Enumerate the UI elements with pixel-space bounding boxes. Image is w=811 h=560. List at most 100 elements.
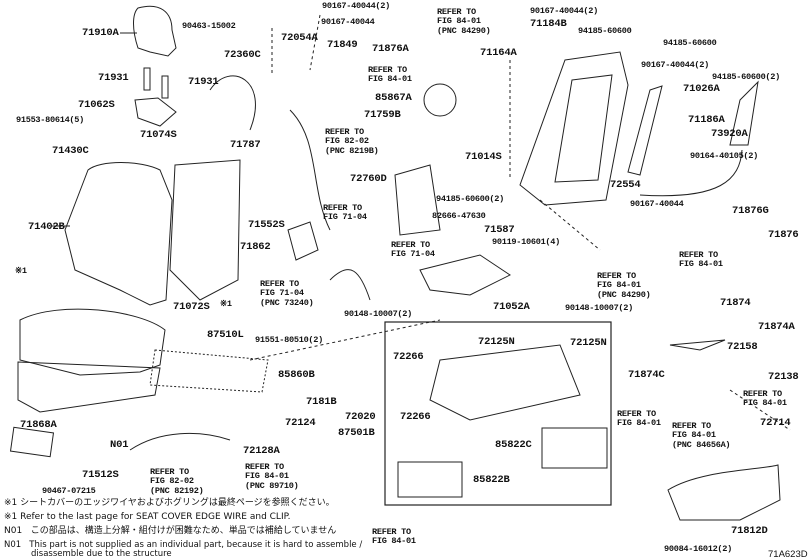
motor-box-85822c <box>541 427 608 469</box>
part-label: REFER TO FIG 71-04 <box>391 240 435 260</box>
note-edge-wire-en: ※1 Refer to the last page for SEAT COVER… <box>4 512 291 522</box>
part-label: 71910A <box>82 27 119 39</box>
seat-frame-box <box>384 321 612 506</box>
part-label: 71868A <box>20 419 57 431</box>
part-label: REFER TO FIG 84-01 <box>743 389 787 409</box>
part-label: 72125N <box>478 336 515 348</box>
part-label: 94185-60600 <box>578 26 632 36</box>
seatback-frame-shape <box>519 51 629 206</box>
part-label: ※1 <box>220 299 232 309</box>
part-label: REFER TO FIG 84-01 <box>679 250 723 270</box>
seat-adjuster-shape <box>429 344 581 421</box>
seat-track-shape <box>419 254 511 296</box>
part-label: 71876A <box>372 43 409 55</box>
part-label: 85860B <box>278 369 315 381</box>
part-label: 71862 <box>240 241 271 253</box>
trim-shape <box>9 426 55 458</box>
part-label: 71184B <box>530 18 567 30</box>
part-label: 71931 <box>98 72 129 84</box>
wire-harness-shape <box>639 149 743 197</box>
part-label: 90463-15002 <box>182 21 236 31</box>
part-label: 72360C <box>224 49 261 61</box>
note-edge-wire-jp: ※1 シートカバーのエッジワイヤおよびホグリングは最終ページを参照ください。 <box>4 498 335 508</box>
part-label: REFER TO FIG 71-04 <box>323 203 367 223</box>
bracket-shape <box>134 97 177 127</box>
part-label: 7181B <box>306 396 337 408</box>
side-panel-shape <box>627 85 663 176</box>
part-label: REFER TO FIG 84-01 (PNC 84656A) <box>672 421 731 450</box>
part-label: 71874 <box>720 297 751 309</box>
part-label: 90467-07215 <box>42 486 96 496</box>
part-label: 94185-60600 <box>663 38 717 48</box>
part-label: 90148-10007(2) <box>344 309 412 319</box>
seat-cushion-shape <box>19 308 166 376</box>
part-label: 82666-47630 <box>432 211 486 221</box>
part-label: 94185-60600(2) <box>712 72 780 82</box>
part-label: 71874A <box>758 321 795 333</box>
part-label: 90148-10007(2) <box>565 303 633 313</box>
part-label: 90167-40044(2) <box>641 60 709 70</box>
diagram-code: 71A623D <box>768 549 808 560</box>
part-label: 71072S <box>173 301 210 313</box>
cable-shape <box>209 75 256 131</box>
part-label: N01 <box>110 439 129 451</box>
part-label: REFER TO FIG 84-01 (PNC 84290) <box>437 7 491 36</box>
motor-box-85822b <box>397 461 463 498</box>
part-label: REFER TO FIG 82-02 (PNC 82192) <box>150 467 204 496</box>
headrest-guide-shape <box>143 67 151 91</box>
part-label: ※1 <box>15 266 27 276</box>
part-label: 85867A <box>375 92 412 104</box>
part-label: 72760D <box>350 173 387 185</box>
cover-shape <box>287 221 319 261</box>
headrest-shape <box>133 5 177 57</box>
part-label: 72125N <box>570 337 607 349</box>
part-label: 72128A <box>243 445 280 457</box>
part-label: 71512S <box>82 469 119 481</box>
headrest-guide-shape <box>161 75 169 99</box>
part-label: 72266 <box>393 351 424 363</box>
part-label: 72124 <box>285 417 316 429</box>
part-label: 85822B <box>473 474 510 486</box>
recliner-shape <box>394 164 441 236</box>
side-trim-shape <box>729 80 759 146</box>
part-label: 72266 <box>400 411 431 423</box>
part-label: REFER TO FIG 84-01 <box>368 65 412 85</box>
part-label: 72020 <box>345 411 376 423</box>
part-label: 71074S <box>140 129 177 141</box>
part-label: 71874C <box>628 369 665 381</box>
wire-harness-shape <box>329 269 371 301</box>
part-label: 71759B <box>364 109 401 121</box>
part-label: REFER TO FIG 84-01 <box>617 409 661 429</box>
part-label: 71787 <box>230 139 261 151</box>
part-label: REFER TO FIG 84-01 (PNC 84290) <box>597 271 651 300</box>
part-label: REFER TO FIG 82-02 (PNC 8219B) <box>325 127 379 156</box>
part-label: 71876 <box>768 229 799 241</box>
part-label: 72158 <box>727 341 758 353</box>
part-label: 72714 <box>760 417 791 429</box>
part-label: 71186A <box>688 114 725 126</box>
part-label: 71931 <box>188 76 219 88</box>
part-label: 71402B <box>28 221 65 233</box>
part-label: 90164-40105(2) <box>690 151 758 161</box>
part-label: 72554 <box>610 179 641 191</box>
part-label: 91551-80510(2) <box>255 335 323 345</box>
part-label: 71587 <box>484 224 515 236</box>
part-label: 71014S <box>465 151 502 163</box>
part-label: 90167-40044 <box>630 199 684 209</box>
part-label: 73920A <box>711 128 748 140</box>
part-label: 85822C <box>495 439 532 451</box>
side-shield-shape <box>667 464 781 521</box>
part-label: 87501B <box>338 427 375 439</box>
part-label: 71052A <box>493 301 530 313</box>
part-label: 94185-60600(2) <box>436 194 504 204</box>
lumbar-unit-shape <box>423 83 457 117</box>
part-label: 71849 <box>327 39 358 51</box>
note-n01-en: N01 This part is not supplied as an indi… <box>4 540 363 559</box>
part-label: REFER TO FIG 84-01 (PNC 89710) <box>245 462 299 491</box>
cable-shape <box>289 109 331 231</box>
part-label: 90084-16012(2) <box>664 544 732 554</box>
seatback-pad-shape <box>169 159 241 301</box>
part-label: 71430C <box>52 145 89 157</box>
